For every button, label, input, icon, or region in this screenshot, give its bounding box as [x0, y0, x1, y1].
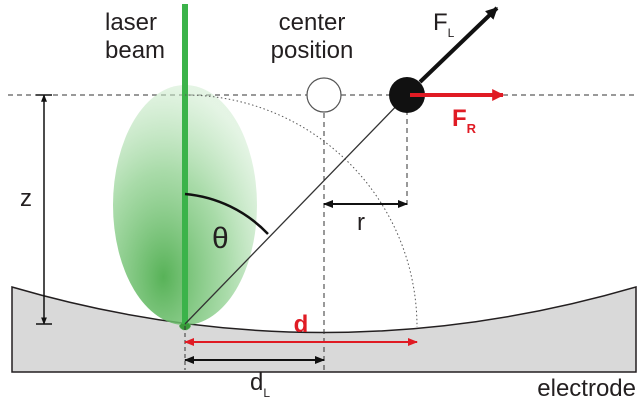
- center-position-marker: [306, 77, 342, 113]
- force-r-label: FR: [452, 105, 477, 136]
- d-label: d: [294, 311, 309, 338]
- force-l-arrow: [418, 6, 499, 84]
- dl-label: dL: [250, 369, 270, 400]
- laser-beam-label-line1: laser: [105, 9, 157, 36]
- theta-arc: [184, 192, 269, 235]
- electrode-surface: [11, 286, 637, 373]
- z-label: z: [20, 185, 32, 212]
- electrode-label: electrode: [537, 375, 636, 402]
- distance-arc: [184, 94, 418, 328]
- laser-beam-label-line2: beam: [105, 37, 165, 64]
- particle: [389, 77, 425, 113]
- force-l-label: FL: [433, 9, 455, 40]
- r-label: r: [357, 209, 365, 236]
- center-position-label-line2: position: [271, 37, 354, 64]
- emission-arrow: [178, 321, 186, 328]
- particle-direction-line: [184, 94, 408, 325]
- center-position-label-line1: center: [279, 9, 346, 36]
- theta-label: θ: [212, 222, 229, 255]
